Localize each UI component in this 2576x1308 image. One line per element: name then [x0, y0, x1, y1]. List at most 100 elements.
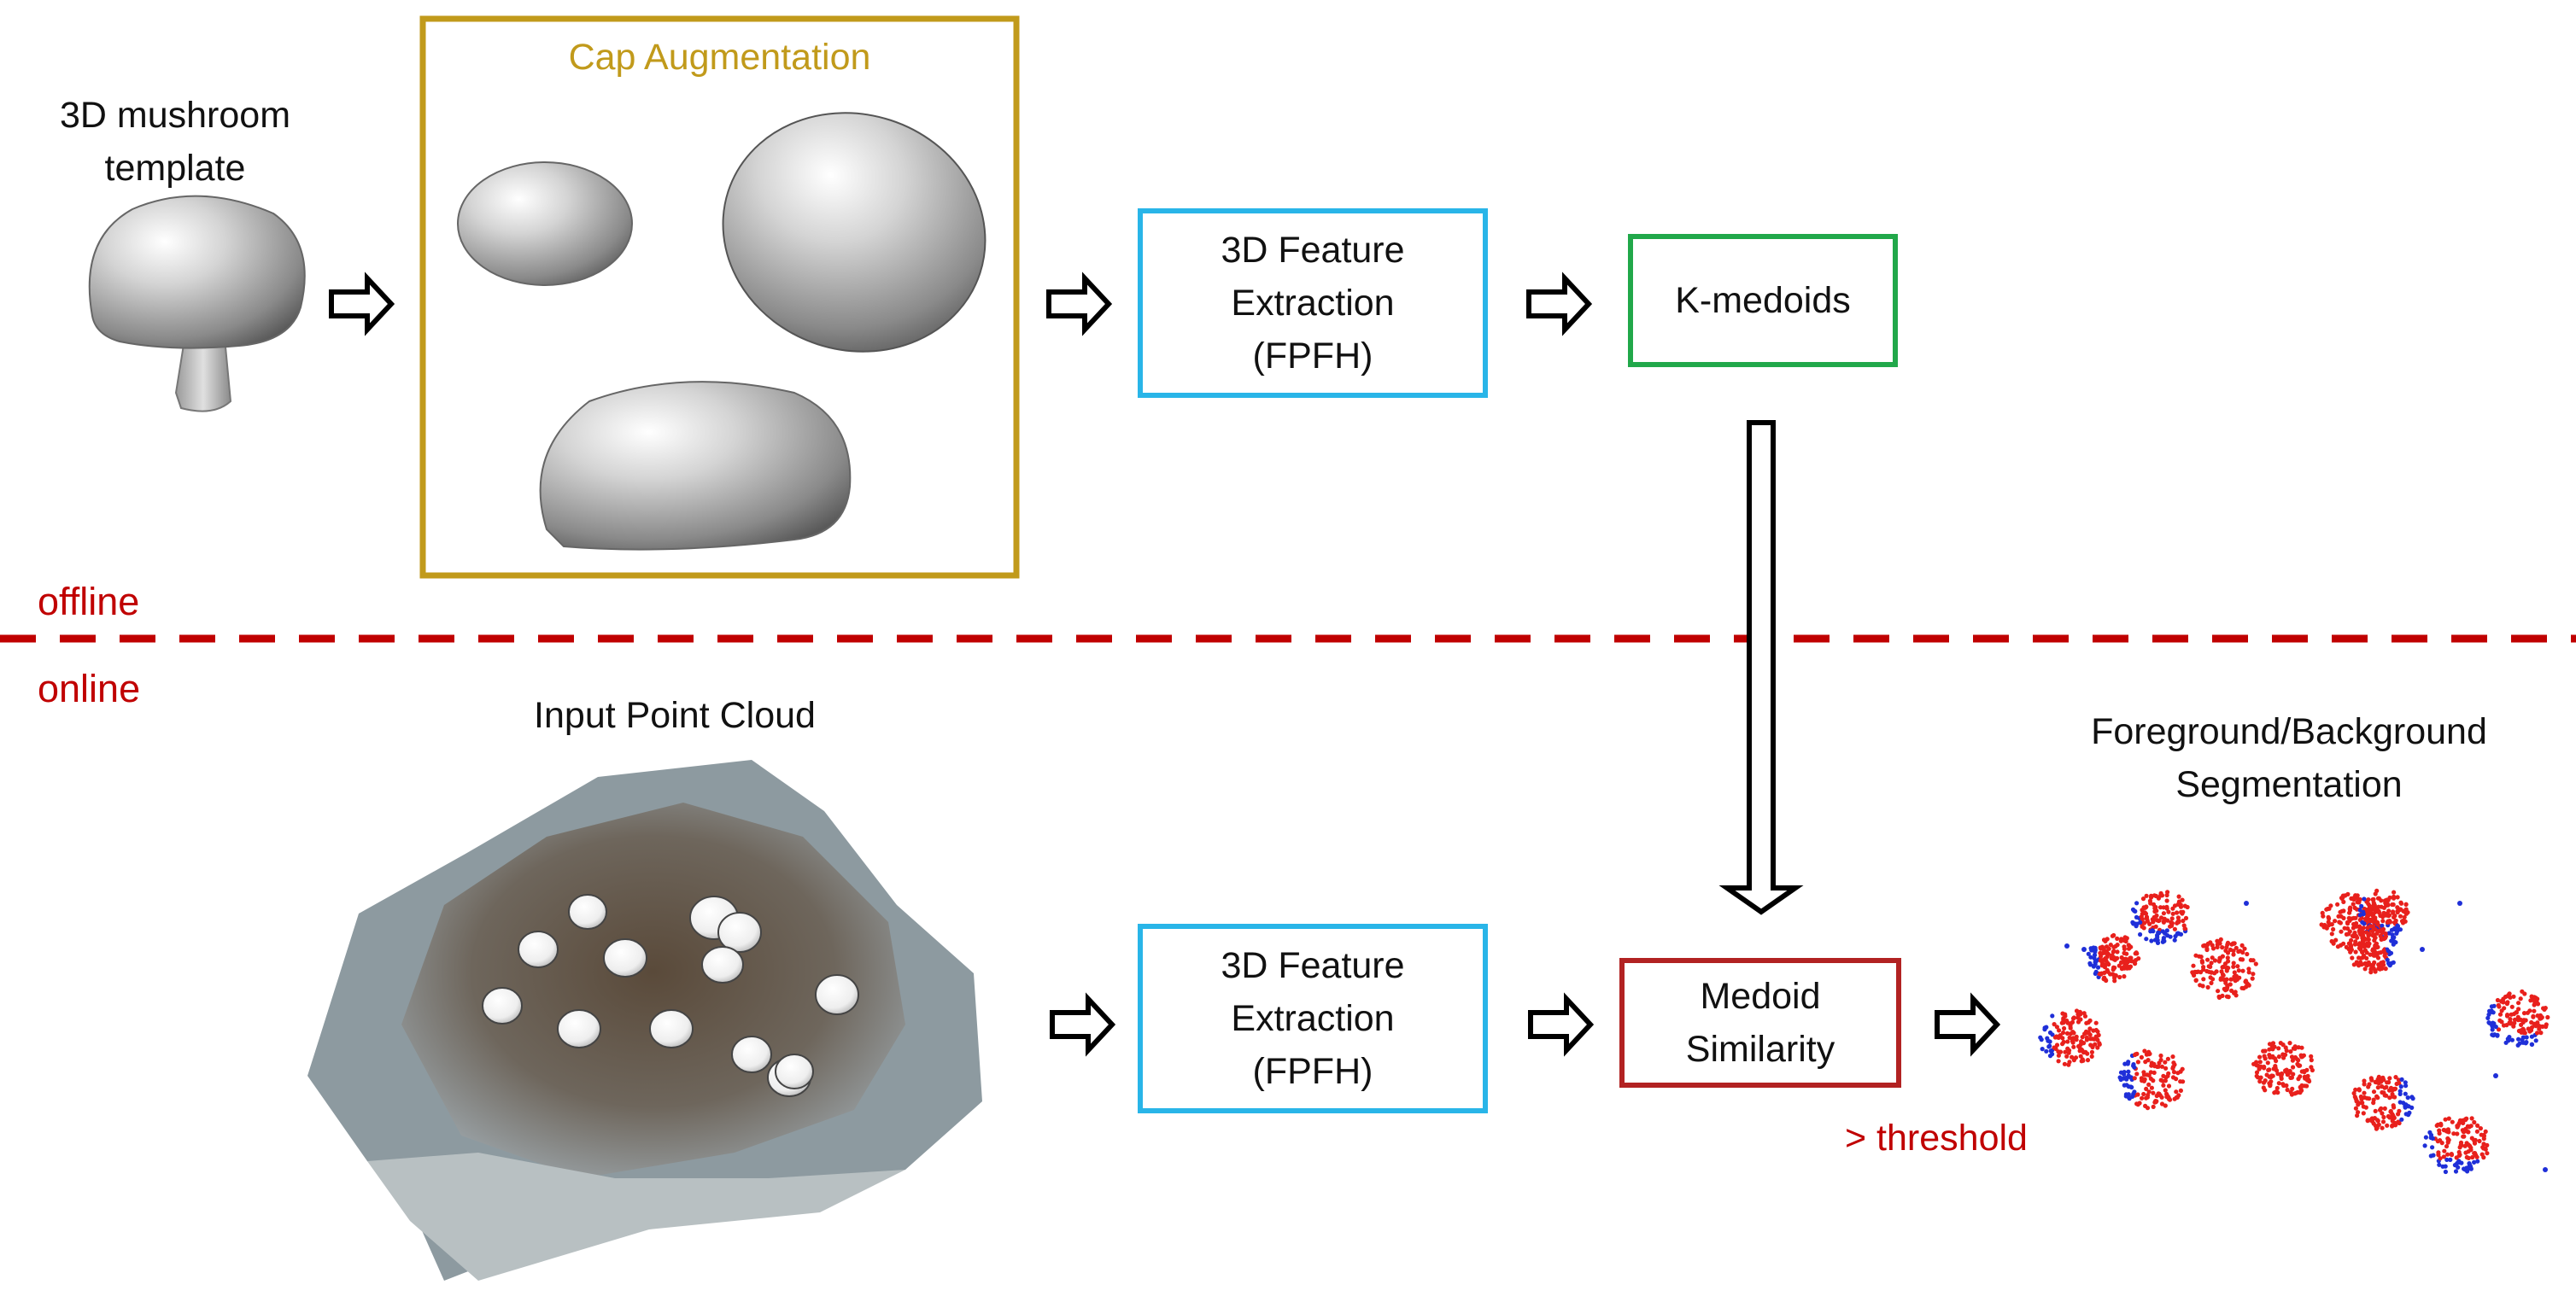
background-point [2422, 1143, 2427, 1148]
foreground-point [2082, 1013, 2088, 1019]
foreground-point [2231, 949, 2236, 954]
foreground-point [2246, 983, 2251, 988]
foreground-point [2393, 1075, 2398, 1080]
stray-background-point [2244, 901, 2249, 906]
foreground-point [2509, 1012, 2514, 1017]
foreground-point [2060, 1042, 2065, 1047]
cap-augmentation-frame [419, 15, 1020, 579]
foreground-point [2176, 918, 2181, 923]
background-point [2156, 930, 2161, 935]
foreground-point [2469, 1116, 2474, 1121]
foreground-point [2366, 1084, 2371, 1089]
foreground-point [2234, 945, 2239, 950]
foreground-point [2341, 941, 2346, 946]
foreground-point [2328, 903, 2333, 908]
background-point [2430, 1145, 2435, 1150]
foreground-point [2251, 972, 2256, 977]
background-point [2050, 1032, 2055, 1037]
foreground-point [2446, 1130, 2451, 1135]
foreground-point [2270, 1054, 2275, 1060]
foreground-point [2068, 1024, 2073, 1029]
foreground-point [2270, 1041, 2276, 1046]
mushroom-cap [88, 195, 306, 349]
foreground-point [2115, 943, 2120, 948]
foreground-point [2222, 961, 2228, 966]
offline-label: offline [38, 580, 140, 623]
foreground-point [2060, 1036, 2065, 1041]
foreground-point [2354, 920, 2359, 926]
foreground-point [2143, 911, 2149, 916]
foreground-point [2240, 968, 2245, 973]
foreground-point [2077, 1009, 2082, 1014]
foreground-point [2220, 965, 2225, 970]
foreground-point [2122, 944, 2127, 949]
foreground-point [2501, 996, 2506, 1001]
foreground-point [2375, 905, 2380, 910]
foreground-point [2333, 937, 2339, 943]
foreground-point [2304, 1067, 2310, 1072]
foreground-point [2371, 1089, 2377, 1095]
threshold-label: > threshold [1845, 1118, 2028, 1159]
foreground-point [2245, 951, 2250, 957]
foreground-point [2266, 1067, 2271, 1072]
background-point [2386, 931, 2392, 936]
foreground-point [2353, 1087, 2358, 1092]
background-point [2405, 1095, 2410, 1101]
foreground-point [2102, 970, 2107, 975]
foreground-point [2250, 976, 2255, 981]
foreground-point [2367, 912, 2372, 917]
foreground-point [2279, 1076, 2284, 1081]
foreground-point [2070, 1016, 2076, 1021]
foreground-point [2078, 1054, 2083, 1059]
foreground-point [2281, 1083, 2286, 1089]
foreground-point [2469, 1136, 2474, 1141]
foreground-point [2218, 977, 2223, 982]
background-point [2401, 1101, 2406, 1106]
background-point [2516, 1036, 2521, 1042]
foreground-point [2234, 993, 2239, 998]
foreground-point [2374, 1126, 2379, 1131]
background-point [2529, 1042, 2535, 1047]
foreground-point [2455, 1131, 2460, 1136]
foreground-point [2054, 1042, 2060, 1048]
foreground-point [2329, 938, 2334, 944]
background-point [2134, 914, 2140, 920]
foreground-point [2172, 926, 2177, 931]
foreground-point [2201, 967, 2206, 972]
foreground-point [2269, 1073, 2274, 1078]
background-point [2520, 1035, 2526, 1040]
foreground-point [2053, 1046, 2058, 1051]
foreground-point [2345, 891, 2351, 896]
foreground-point [2060, 1019, 2065, 1025]
background-point [2389, 927, 2395, 932]
background-point [2047, 1039, 2052, 1044]
segmented-mushroom-10 [2351, 1074, 2415, 1131]
foreground-point [2170, 1075, 2176, 1080]
foreground-point [2153, 904, 2158, 910]
foreground-point [2380, 1083, 2385, 1089]
foreground-point [2119, 955, 2124, 961]
foreground-point [2285, 1087, 2290, 1093]
arrow-right-icon [1935, 992, 2001, 1057]
background-point [2409, 1105, 2415, 1110]
foreground-point [2462, 1143, 2468, 1148]
background-point [2092, 953, 2098, 958]
foreground-point [2111, 944, 2116, 949]
foreground-point [2351, 1090, 2356, 1096]
foreground-point [2064, 1054, 2070, 1059]
foreground-point [2129, 959, 2134, 964]
foreground-point [2326, 920, 2331, 925]
arrow-right-icon [1526, 272, 1593, 336]
foreground-point [2105, 967, 2110, 972]
foreground-point [2535, 1013, 2540, 1019]
foreground-point [2276, 1081, 2281, 1086]
foreground-point [2238, 957, 2243, 962]
foreground-point [2067, 1035, 2072, 1040]
foreground-point [2327, 916, 2332, 921]
foreground-point [2392, 1095, 2397, 1100]
foreground-point [2333, 919, 2338, 924]
foreground-point [2229, 988, 2234, 993]
background-point [2126, 1095, 2131, 1100]
foreground-point [2128, 964, 2134, 969]
